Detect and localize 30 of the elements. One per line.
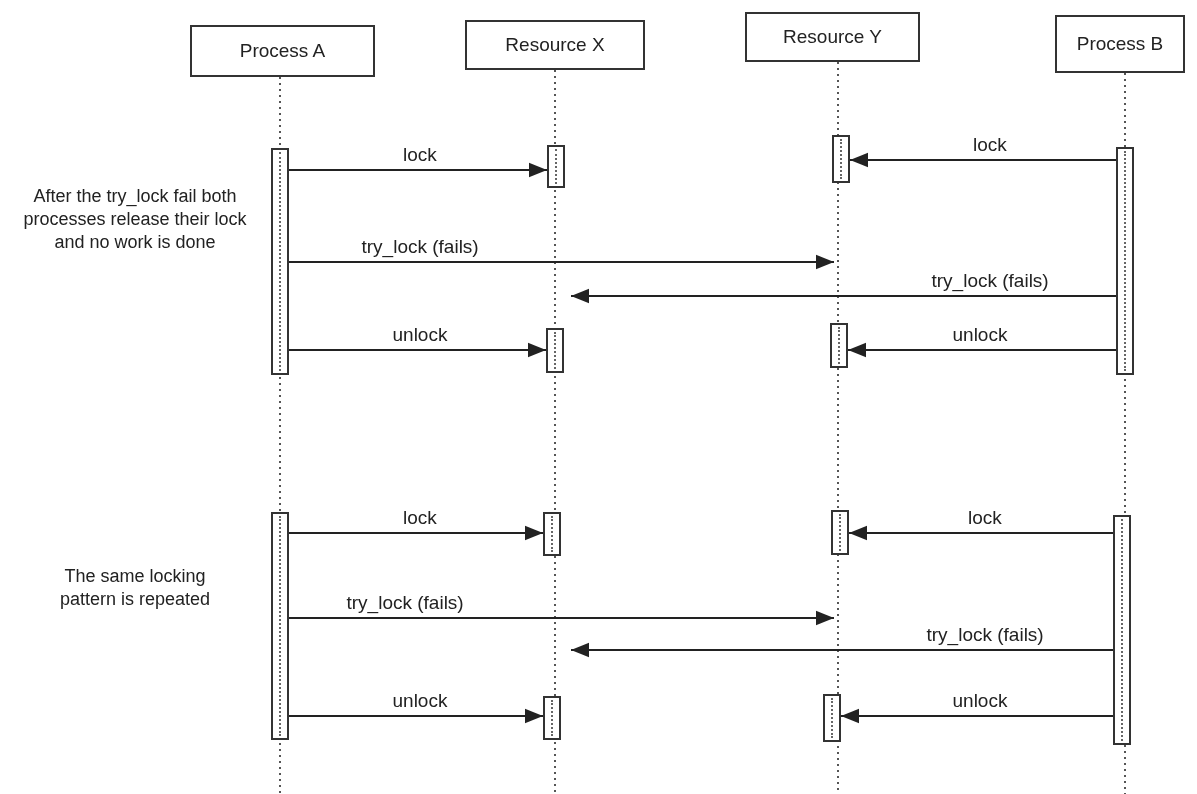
activation-bar — [271, 512, 289, 740]
activation-bar — [543, 696, 561, 740]
activation-bar — [543, 512, 561, 556]
arrow — [570, 288, 1117, 304]
arrow — [570, 642, 1114, 658]
arrow — [840, 708, 1114, 724]
arrow — [288, 254, 835, 270]
activation-bar — [831, 510, 849, 555]
activation-bar — [832, 135, 850, 183]
lifeline-header: Process A — [190, 25, 375, 77]
activation-bar — [830, 323, 848, 368]
arrow — [848, 525, 1114, 541]
lifeline-header: Resource Y — [745, 12, 920, 62]
arrow — [847, 342, 1117, 358]
lifeline-header: Process B — [1055, 15, 1185, 73]
activation-bar — [1116, 147, 1134, 375]
lifeline-header: Resource X — [465, 20, 645, 70]
activation-bar — [547, 145, 565, 188]
arrow — [288, 162, 548, 178]
activation-bar — [546, 328, 564, 373]
arrow — [288, 342, 547, 358]
arrow — [288, 525, 544, 541]
arrow — [849, 152, 1117, 168]
arrow — [288, 708, 544, 724]
note-text: The same locking pattern is repeated — [58, 565, 212, 611]
activation-bar — [1113, 515, 1131, 745]
activation-bar — [823, 694, 841, 742]
arrow — [288, 610, 835, 626]
note-text: After the try_lock fail both processes release their lock and no work is done — [22, 185, 248, 254]
activation-bar — [271, 148, 289, 375]
